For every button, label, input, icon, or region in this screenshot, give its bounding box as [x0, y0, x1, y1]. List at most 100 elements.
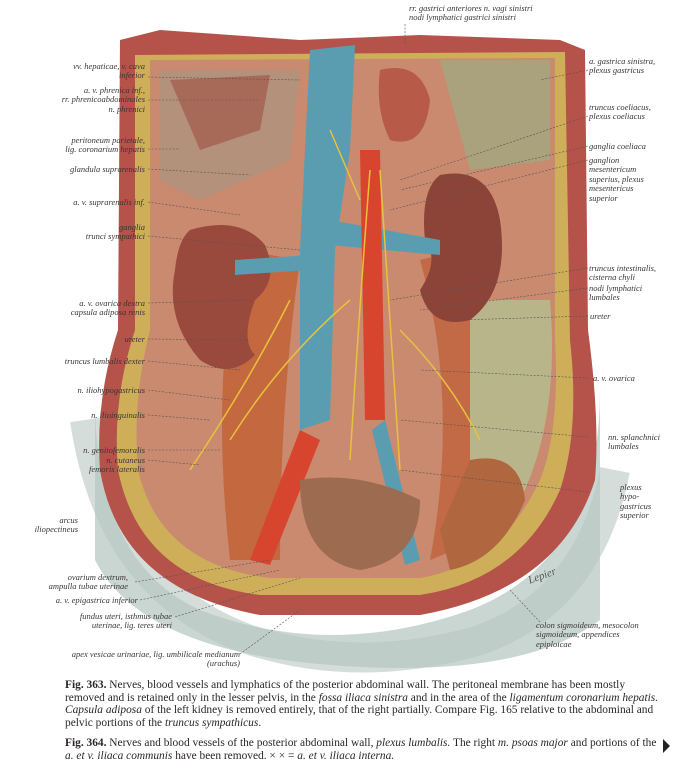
label-line: mesentericus [589, 183, 634, 194]
label-line: n. cutaneus [106, 455, 145, 465]
label-truncus-intestinalis: truncus intestinalis,cisterna chyli [589, 263, 657, 283]
label-line: a. v. ovarica [593, 373, 635, 383]
caption-text: have been removed. × × = [172, 749, 298, 762]
caption-fig-364: Fig. 364. Nerves and blood vessels of th… [65, 737, 665, 762]
label-ganglia-coeliaca: ganglia coeliaca [589, 141, 646, 151]
label-ilioinguinalis: n. ilioinguinalis [91, 410, 145, 420]
label-line: hypo- [620, 491, 640, 502]
label-truncus-coeliacus: truncus coeliacus,plexus coeliacus [589, 102, 651, 122]
caption-italic: a. et v. iliaca communis [65, 749, 173, 762]
label-line: (urachus) [206, 658, 240, 669]
label-line: plexus coeliacus [589, 111, 645, 122]
label-line: peritoneum parietale, [71, 135, 145, 145]
label-line: mesentericum [589, 164, 637, 175]
caption-text: and in the area of the [407, 691, 510, 704]
label-line: truncus lumbalis dexter [64, 356, 145, 366]
label-line: inferior [119, 70, 145, 81]
label-line: lig. coronarium hepatis [65, 144, 145, 155]
caption-italic: plexus lumbalis. [376, 737, 451, 749]
kidney-left [420, 173, 502, 322]
label-suprarenalis-inf: a. v. suprarenalis inf. [73, 197, 145, 207]
label-line: ovarium dextrum, [67, 572, 128, 582]
label-line: apex vesicae urinariae, lig. umbilicale … [71, 649, 240, 659]
label-line: superior [589, 192, 618, 203]
fig-number: Fig. 364. [65, 737, 107, 749]
label-line: capsula adiposa renis [70, 307, 145, 318]
label-line: sigmoideum, appendices [536, 629, 620, 640]
label-line: rr. phrenicoabdominales [61, 94, 145, 105]
label-line: cisterna chyli [589, 272, 636, 283]
label-line: glandula suprarenalis [69, 164, 145, 174]
caption-text: of the left kidney is removed entirely, … [65, 704, 654, 729]
label-line: ganglia [119, 222, 145, 232]
label-line: plexus gastricus [589, 65, 645, 76]
caption-fig-363: Fig. 363. Nerves, blood vessels and lymp… [65, 679, 665, 729]
label-line: nodi lymphatici gastrici sinistri [409, 12, 516, 23]
label-line: arcus [59, 515, 78, 525]
label-line: gastricus [620, 500, 652, 511]
label-line: a. gastrica sinistra, [589, 56, 656, 66]
peritoneum-pelvic [94, 380, 601, 668]
label-line: ampulla tubae uterinae [48, 581, 128, 592]
caption-text: The right [450, 737, 498, 749]
caption-italic: a. et v. iliaca interna. [297, 749, 395, 762]
caption-text: . [258, 716, 262, 729]
caption-text: Nerves, blood vessels and lymphatics of … [65, 679, 626, 704]
caption-text: Nerves and blood vessels of the posterio… [106, 737, 377, 749]
label-line: n. genitofemoralis [83, 445, 145, 455]
caption-italic: fossa iliaca sinistra [318, 691, 408, 704]
label-ovarica: a. v. ovarica [593, 373, 635, 383]
label-line: rr. gastrici anteriores n. vagi sinistri [409, 3, 533, 13]
label-ovarium: ovarium dextrum,ampulla tubae uterinae [48, 572, 128, 592]
label-genitofemoralis: n. genitofemoralis [83, 445, 145, 455]
label-line: nn. splanchnici [608, 432, 660, 442]
label-line: femoris lateralis [89, 464, 145, 475]
label-line: fundus uteri, isthmus tubae [79, 611, 172, 621]
label-line: superior [620, 510, 649, 521]
label-ureter-left: ureter [125, 334, 145, 344]
label-line: lumbales [608, 441, 639, 452]
label-line: uterinae, lig. teres uteri [91, 620, 172, 631]
caption-italic: truncus sympathicus [164, 716, 259, 729]
label-line: n. iliohypogastricus [77, 385, 145, 395]
next-page-arrow-icon[interactable] [663, 739, 670, 753]
label-line: vv. hepaticae, v. cava [73, 61, 145, 71]
label-line: n. ilioinguinalis [91, 410, 145, 420]
label-line: lumbales [589, 292, 620, 303]
label-line: truncus intestinalis, [589, 263, 657, 273]
label-apex-vesicae: apex vesicae urinariae, lig. umbilicale … [71, 649, 240, 669]
label-epigastrica: a. v. epigastrica inferior [55, 595, 138, 605]
label-rr-gastrici: rr. gastrici anteriores n. vagi sinistri… [409, 3, 533, 23]
label-line: colon sigmoideum, mesocolon [536, 620, 639, 630]
label-iliohypogastricus: n. iliohypogastricus [77, 385, 145, 395]
label-line: iliopectineus [34, 524, 78, 535]
label-line: a. v. phrenica inf., [83, 85, 145, 95]
label-line: ganglia coeliaca [589, 141, 646, 151]
caption-italic: ligamentum coronarium hepatis. Capsula a… [65, 691, 659, 717]
label-line: nodi lymphatici [589, 283, 643, 293]
caption-italic: m. psoas major [497, 737, 568, 749]
label-line: epiploicae [536, 638, 572, 649]
label-ureter-right: ureter [590, 311, 611, 321]
label-line: ureter [590, 311, 611, 321]
label-phrenica: a. v. phrenica inf.,rr. phrenicoabdomina… [61, 85, 145, 114]
label-gastrica-sinistra: a. gastrica sinistra,plexus gastricus [589, 56, 656, 76]
label-line: a. v. epigastrica inferior [55, 595, 138, 605]
label-line: plexus [620, 482, 642, 492]
label-line: a. v. ovarica dextra [79, 298, 145, 308]
label-line: truncus coeliacus, [589, 102, 651, 112]
label-peritoneum: peritoneum parietale,lig. coronarium hep… [65, 135, 145, 155]
caption-text: and portions of the [567, 737, 657, 749]
label-line: trunci sympathici [85, 231, 145, 242]
label-line: superius, plexus [589, 173, 644, 184]
